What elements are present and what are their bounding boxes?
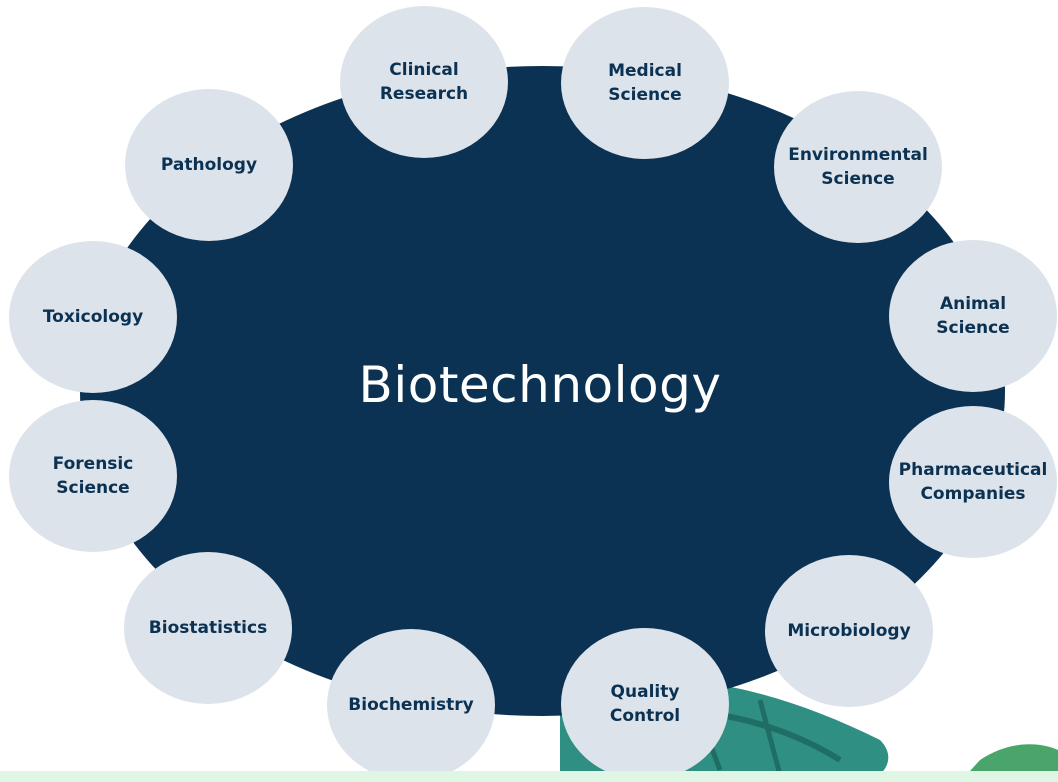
node-microbiology: Microbiology bbox=[765, 555, 933, 707]
node-toxicology: Toxicology bbox=[9, 241, 177, 393]
node-label: Medical Science bbox=[608, 61, 682, 105]
node-label: Forensic Science bbox=[52, 454, 134, 498]
node-label: Toxicology bbox=[42, 307, 144, 327]
bottom-strip bbox=[0, 771, 1058, 782]
node-pathology: Pathology bbox=[125, 89, 293, 241]
node-label: Environmental Science bbox=[788, 145, 928, 189]
node-pharmaceutical-companies: Pharmaceutical Companies bbox=[889, 406, 1057, 558]
node-biochemistry: Biochemistry bbox=[327, 629, 495, 781]
node-animal-science: Animal Science bbox=[889, 240, 1057, 392]
node-label: Animal Science bbox=[936, 294, 1010, 338]
node-biostatistics: Biostatistics bbox=[124, 552, 292, 704]
node-label: Biostatistics bbox=[148, 618, 268, 638]
node-clinical-research: Clinical Research bbox=[340, 6, 508, 158]
hub-title: Biotechnology bbox=[358, 356, 722, 414]
node-forensic-science: Forensic Science bbox=[9, 400, 177, 552]
node-label: Microbiology bbox=[787, 621, 911, 641]
node-label: Clinical Research bbox=[379, 60, 469, 104]
node-label: Pharmaceutical Companies bbox=[898, 460, 1048, 504]
node-label: Biochemistry bbox=[348, 695, 474, 715]
node-quality-control: Quality Control bbox=[561, 628, 729, 780]
node-label: Quality Control bbox=[609, 682, 681, 726]
node-environmental-science: Environmental Science bbox=[774, 91, 942, 243]
node-label: Pathology bbox=[160, 155, 258, 175]
node-medical-science: Medical Science bbox=[561, 7, 729, 159]
